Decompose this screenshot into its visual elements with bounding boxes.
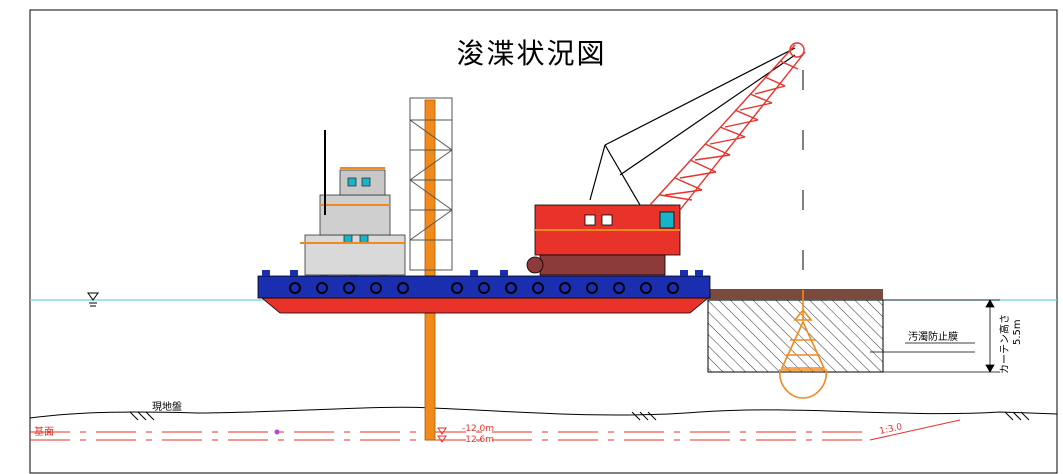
curtain-float <box>708 289 883 300</box>
slope-line <box>869 419 961 441</box>
depth-marker-icon <box>437 427 447 443</box>
depth-label-2: -12.6m <box>462 435 494 445</box>
water-level-icon <box>87 292 99 307</box>
spud-tower <box>409 97 453 271</box>
clamshell-bucket <box>779 290 827 399</box>
curtain-height-dimension <box>883 299 1000 373</box>
ground-hatch-marks <box>129 411 1030 421</box>
seabed-line <box>29 406 1058 419</box>
hull-fenders <box>289 282 679 294</box>
crane-mast <box>589 47 796 206</box>
outer-border <box>29 9 1058 474</box>
silt-curtain-label: 汚濁防止膜 <box>908 330 958 343</box>
curtain-height-label: カーテン高さ <box>998 314 1011 374</box>
wheelhouse <box>300 130 406 276</box>
diagram-title: 浚渫状況図 <box>456 37 607 70</box>
base-label: 基面 <box>34 425 54 438</box>
hull-lower <box>260 297 710 314</box>
depth-label-1: -12.0m <box>462 424 494 434</box>
curtain-height-value: 5.5m <box>1012 319 1023 345</box>
ground-label: 現地盤 <box>152 400 182 413</box>
silt-curtain-block <box>707 299 884 373</box>
slope-label: 1:3.0 <box>879 422 904 437</box>
datum-marker <box>274 429 280 435</box>
crane-house <box>526 204 681 276</box>
hull-upper <box>257 275 711 299</box>
crane-boom <box>649 42 806 211</box>
